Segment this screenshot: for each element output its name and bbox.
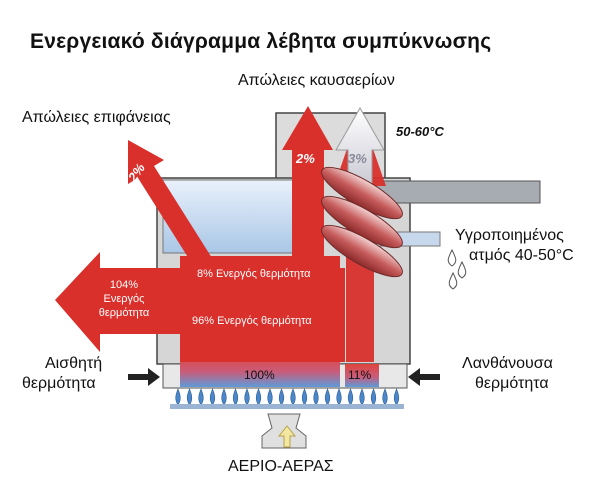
flue-temp-label: 50-60°C [396,124,444,139]
flue-loss-label: Απώλειες καυσαερίων [238,72,395,89]
burner-flame [175,388,181,406]
burner-flame [393,388,400,406]
condenser-coil [321,166,403,278]
latent-11-label: 11% [348,368,372,382]
burner-bar [170,404,404,409]
flue-pct-label: 2% [296,151,315,166]
surface-loss-label: Απώλειες επιφάνειας [22,109,171,126]
burner-flame [324,388,331,406]
burner-flame [244,388,250,406]
vapor-label-line1: Υγροποιημένος [455,227,564,244]
burner-flame [382,388,388,406]
gas-inlet-arrow [277,425,297,448]
burner-flame [347,388,354,406]
burner-flame [278,388,285,406]
flue-loss-arrow [282,106,333,262]
latent-channel [345,364,379,387]
sensible-label-line1: Αισθητή [45,355,103,372]
sensible-label-line2: θερμότητα [22,375,96,392]
vapor-loss-arrow [335,106,385,187]
condensate-pipe [371,180,541,204]
output-label-line1: 104% [109,279,139,291]
burner-flame [290,388,296,406]
vapor-pct-label: 3% [348,151,367,166]
burner-flame [313,388,319,406]
burner-flame [221,388,227,406]
burner-flame [186,388,193,406]
burner-flame [232,388,239,406]
active-96-label: 96% Ενεργός θερμότητα [192,315,312,327]
burner-flame [336,388,342,406]
condensate-droplets [447,248,467,290]
gas-air-label: ΑΕΡΙΟ-ΑΕΡΑΣ [228,458,334,475]
flame-row [170,388,404,409]
page-title: Ενεργειακό διάγραμμα λέβητα συμπύκνωσης [30,30,492,53]
burner-flame [209,388,216,406]
latent-heat-pointer [408,368,440,386]
output-label-line3: θερμότητα [98,307,150,319]
latent-label-line1: Λανθάνουσα [462,355,553,372]
output-heat-arrow [55,252,345,362]
surface-loss-arrow [128,140,212,270]
burner-flame [359,388,365,406]
burner-flame [370,388,377,406]
input-100-label: 100% [244,368,275,382]
burner-flame [267,388,273,406]
vapor-label-line2: ατμός 40-50°C [469,247,574,264]
active-8-label: 8% Ενεργός θερμότητα [197,268,311,280]
burner-flame [255,388,262,406]
latent-label-line2: θερμότητα [475,375,549,392]
sensible-heat-pointer [128,368,160,386]
burner-flame [301,388,308,406]
burner-flame [198,388,204,406]
output-label-line2: Ενεργός [103,293,145,305]
